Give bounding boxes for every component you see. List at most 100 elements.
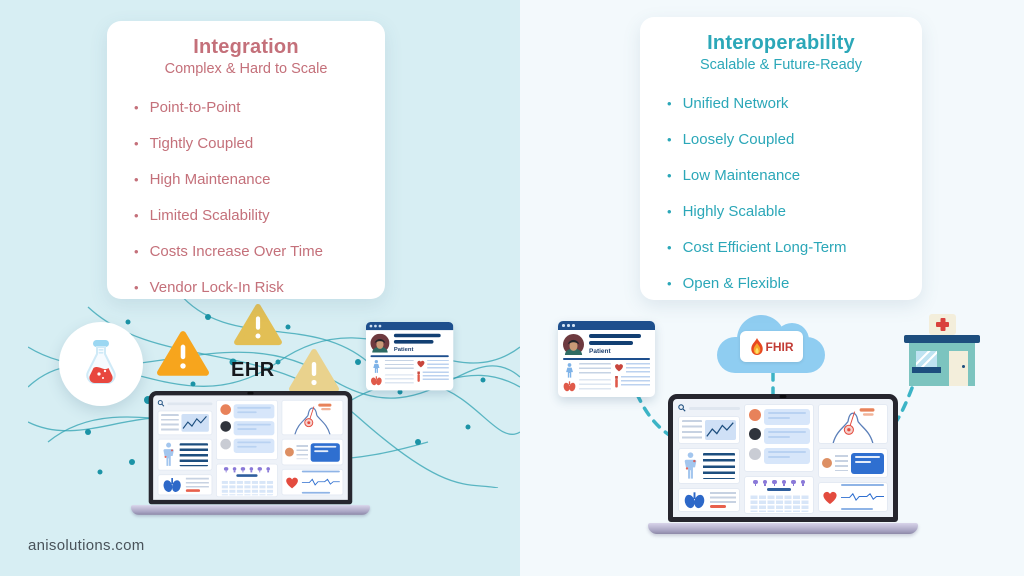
heart-icon [417,360,425,368]
text-lines [384,374,414,386]
webcam-icon [779,395,787,398]
calendar-pins [220,466,273,473]
divider [370,355,449,358]
warning-icon [157,331,209,376]
heart-icon [615,364,623,372]
red-cross-sign-icon [929,314,956,335]
warning-icon [289,349,339,392]
chest-anatomy-icon [832,408,875,443]
patient-list-row [748,428,810,444]
text-lines [579,363,611,376]
list-item: Unified Network [667,95,912,112]
interoperability-card: Interoperability Scalable & Future-Ready… [640,17,922,300]
text-lines [427,359,449,369]
window-dot-icon [567,324,570,327]
hospital-window-sill [912,367,941,373]
list-item: Cost Efficient Long-Term [667,239,912,256]
website-footer: anisolutions.com [28,537,145,554]
patient-avatar-icon [219,403,231,415]
text-lines [422,371,449,381]
hospital-roof-band [904,335,980,343]
text-lines [835,455,848,471]
patient-list-row [219,438,274,453]
stats-chart-panel [157,410,213,436]
title-bar-line [589,334,641,338]
text-lines [703,453,735,479]
laptop-base [131,505,370,515]
window-dot-icon [562,324,565,327]
list-item: Low Maintenance [667,167,912,184]
list-item: High Maintenance [134,171,375,188]
search-bar [678,404,740,412]
search-icon [157,400,165,407]
text-lines [626,363,650,373]
patient-avatar-icon [219,438,231,449]
window-dot-icon [378,324,381,328]
calendar-header [767,487,791,491]
integration-title: Integration [193,36,299,58]
patient-body-panel [157,438,213,471]
patient-header: Patient [558,330,655,357]
list-item: Point-to-Point [134,99,375,116]
text-lines [161,414,179,432]
heart-icon [286,477,298,488]
lungs-panel [678,488,740,512]
patient-label: Patient [589,347,611,355]
window-dot-icon [572,324,575,327]
list-item: Loosely Coupled [667,131,912,148]
list-item: Vendor Lock-In Risk [134,279,375,296]
integration-subtitle: Complex & Hard to Scale [164,61,328,77]
flame-icon [750,337,763,355]
patient-avatar-icon [219,421,231,432]
divider [563,358,650,360]
list-item: Tightly Coupled [134,135,375,152]
heart-icon [823,491,837,504]
patient-list-row [219,403,274,418]
lungs-icon [163,477,181,492]
patient-avatar-icon [822,458,832,468]
flask-icon [86,340,116,384]
integration-list: Point-to-PointTightly CoupledHigh Mainte… [107,99,385,296]
interoperability-laptop [648,394,918,534]
line-chart [181,414,209,432]
insurance-card [310,442,340,462]
chest-anatomy-icon [294,403,332,435]
fhir-label: FHIR [765,339,794,354]
patient-label: Patient [393,345,414,353]
laptop-screen [148,391,353,505]
integration-laptop [131,391,370,515]
calendar-panel [744,475,814,514]
insurance-card [851,452,884,474]
integration-patient-window: Patient [366,322,454,391]
list-item: Limited Scalability [134,207,375,224]
vitals-panel [818,482,888,512]
fhir-badge: FHIR [740,331,803,362]
lungs-icon [684,491,705,508]
text-lines [179,443,208,467]
calendar-panel [215,463,278,497]
text-lines [384,359,414,372]
interoperability-list: Unified NetworkLoosely CoupledLow Mainte… [640,95,922,292]
browser-titlebar [558,321,655,330]
accent-bar [710,505,726,508]
patient-avatar-icon [748,408,761,421]
chest-anatomy-panel [818,404,888,444]
test-tube-icon [615,376,618,388]
browser-titlebar [366,322,454,331]
patient-avatar-icon [284,447,294,457]
body-figure-icon [163,442,174,466]
patient-record-body [558,363,655,397]
patient-browser-window: Patient [366,322,454,391]
search-icon [678,404,686,412]
calendar-grid [220,479,274,495]
fhir-cloud: FHIR [717,315,825,377]
calendar-header [236,473,258,477]
laptop [648,394,918,534]
body-figure-icon [684,452,697,479]
ecg-lines [301,469,340,496]
chest-anatomy-panel [281,399,344,436]
calendar-pins [749,479,809,487]
text-lines [185,477,209,488]
calendar-grid [749,493,809,512]
